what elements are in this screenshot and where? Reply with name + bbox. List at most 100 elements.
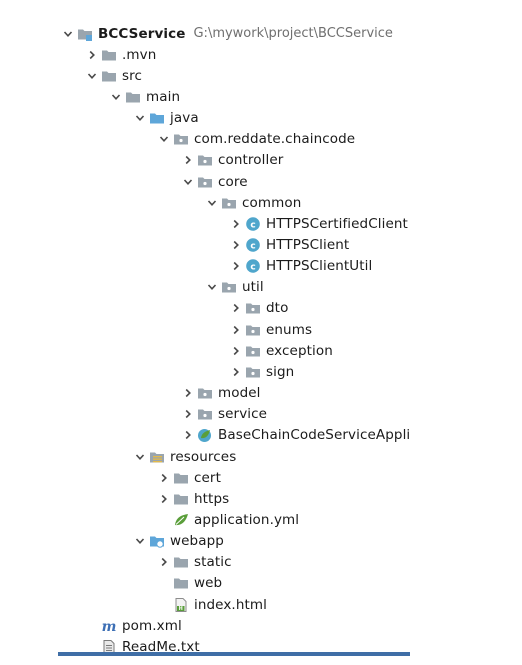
collapse-arrow-icon[interactable]: [84, 44, 100, 65]
expand-arrow-icon[interactable]: [180, 171, 196, 192]
module-folder-icon: [76, 23, 94, 44]
tree-node[interactable]: c HTTPSCertifiedClient: [58, 213, 410, 234]
tree-node-label: controller: [218, 152, 284, 169]
svg-text:c: c: [250, 220, 255, 230]
tree-node[interactable]: com.reddate.chaincode: [58, 129, 410, 150]
tree-node[interactable]: application.yml: [58, 509, 410, 530]
expand-arrow-icon[interactable]: [132, 108, 148, 129]
tree-node[interactable]: ReadMe.txt: [58, 636, 410, 654]
expand-arrow-icon[interactable]: [84, 65, 100, 86]
collapse-arrow-icon[interactable]: [228, 235, 244, 256]
tree-node[interactable]: sign: [58, 361, 410, 382]
collapse-arrow-icon[interactable]: [228, 319, 244, 340]
collapse-arrow-icon[interactable]: [228, 298, 244, 319]
package-icon: [196, 171, 214, 192]
tree-node-label: enums: [266, 321, 313, 338]
tree-node[interactable]: controller: [58, 150, 410, 171]
collapse-arrow-icon[interactable]: [228, 213, 244, 234]
tree-node-label: exception: [266, 342, 333, 359]
svg-text:c: c: [250, 262, 255, 272]
tree-node-label: webapp: [170, 533, 224, 550]
maven-icon: m: [100, 615, 118, 636]
collapse-arrow-icon[interactable]: [228, 256, 244, 277]
expand-arrow-icon[interactable]: [132, 531, 148, 552]
collapse-arrow-icon[interactable]: [228, 340, 244, 361]
expand-arrow-icon[interactable]: [108, 86, 124, 107]
expand-arrow-icon[interactable]: [132, 446, 148, 467]
collapse-arrow-icon[interactable]: [180, 425, 196, 446]
arrow-placeholder: [156, 573, 172, 594]
collapse-arrow-icon[interactable]: [156, 488, 172, 509]
source-folder-icon: [148, 108, 166, 129]
tree-node[interactable]: src: [58, 65, 410, 86]
collapse-arrow-icon[interactable]: [156, 552, 172, 573]
tree-node[interactable]: common: [58, 192, 410, 213]
collapse-arrow-icon[interactable]: [180, 150, 196, 171]
tree-node[interactable]: resources: [58, 446, 410, 467]
tree-node[interactable]: BaseChainCodeServiceApplication: [58, 425, 410, 446]
tree-node-label: model: [218, 385, 261, 402]
tree-node[interactable]: dto: [58, 298, 410, 319]
folder-icon: [172, 552, 190, 573]
class-icon: c: [244, 256, 262, 277]
tree-node-label: HTTPSClient: [266, 237, 350, 253]
svg-text:c: c: [250, 241, 255, 251]
html-file-icon: H: [172, 594, 190, 615]
package-icon: [244, 298, 262, 319]
tree-node-label: https: [194, 490, 230, 507]
tree-node[interactable]: enums: [58, 319, 410, 340]
tree-node[interactable]: core: [58, 171, 410, 192]
folder-icon: [172, 488, 190, 509]
tree-node[interactable]: c HTTPSClient: [58, 235, 410, 256]
tree-node-label: ReadMe.txt: [122, 638, 200, 654]
spring-app-icon: [196, 425, 214, 446]
tree-node-label: cert: [194, 469, 221, 486]
expand-arrow-icon[interactable]: [156, 129, 172, 150]
collapse-arrow-icon[interactable]: [156, 467, 172, 488]
module-path: G:\mywork\project\BCCService: [193, 26, 393, 41]
class-icon: c: [244, 235, 262, 256]
tree-node[interactable]: main: [58, 86, 410, 107]
package-icon: [244, 319, 262, 340]
package-icon: [196, 404, 214, 425]
tree-node[interactable]: c HTTPSClientUtil: [58, 256, 410, 277]
tree-node-label: index.html: [194, 596, 267, 613]
tree-node-label: HTTPSClientUtil: [266, 258, 373, 275]
collapse-arrow-icon[interactable]: [180, 404, 196, 425]
tree-node[interactable]: exception: [58, 340, 410, 361]
package-icon: [196, 150, 214, 171]
spring-yml-icon: [172, 509, 190, 530]
expand-arrow-icon[interactable]: [204, 277, 220, 298]
tree-node-label: service: [218, 406, 268, 423]
class-icon: c: [244, 213, 262, 234]
tree-node[interactable]: util: [58, 277, 410, 298]
tree-node[interactable]: cert: [58, 467, 410, 488]
svg-text:m: m: [102, 619, 117, 634]
tree-node[interactable]: static: [58, 552, 410, 573]
folder-icon: [172, 573, 190, 594]
tree-node-label: core: [218, 173, 248, 190]
tree-node[interactable]: .mvn: [58, 44, 410, 65]
tree-node-label: dto: [266, 300, 289, 317]
tree-node[interactable]: web: [58, 573, 410, 594]
tree-node[interactable]: java: [58, 108, 410, 129]
tree-node-label: HTTPSCertifiedClient: [266, 215, 408, 232]
package-icon: [172, 129, 190, 150]
expand-arrow-icon[interactable]: [204, 192, 220, 213]
tree-node[interactable]: service: [58, 404, 410, 425]
tree-node[interactable]: https: [58, 488, 410, 509]
package-icon: [196, 383, 214, 404]
collapse-arrow-icon[interactable]: [180, 383, 196, 404]
folder-icon: [172, 467, 190, 488]
tree-node-label: application.yml: [194, 511, 300, 528]
folder-icon: [100, 65, 118, 86]
tree-node[interactable]: model: [58, 383, 410, 404]
tree-node[interactable]: webapp: [58, 531, 410, 552]
expand-arrow-icon[interactable]: [60, 23, 76, 44]
package-icon: [244, 361, 262, 382]
svg-text:H: H: [179, 606, 183, 612]
collapse-arrow-icon[interactable]: [228, 361, 244, 382]
